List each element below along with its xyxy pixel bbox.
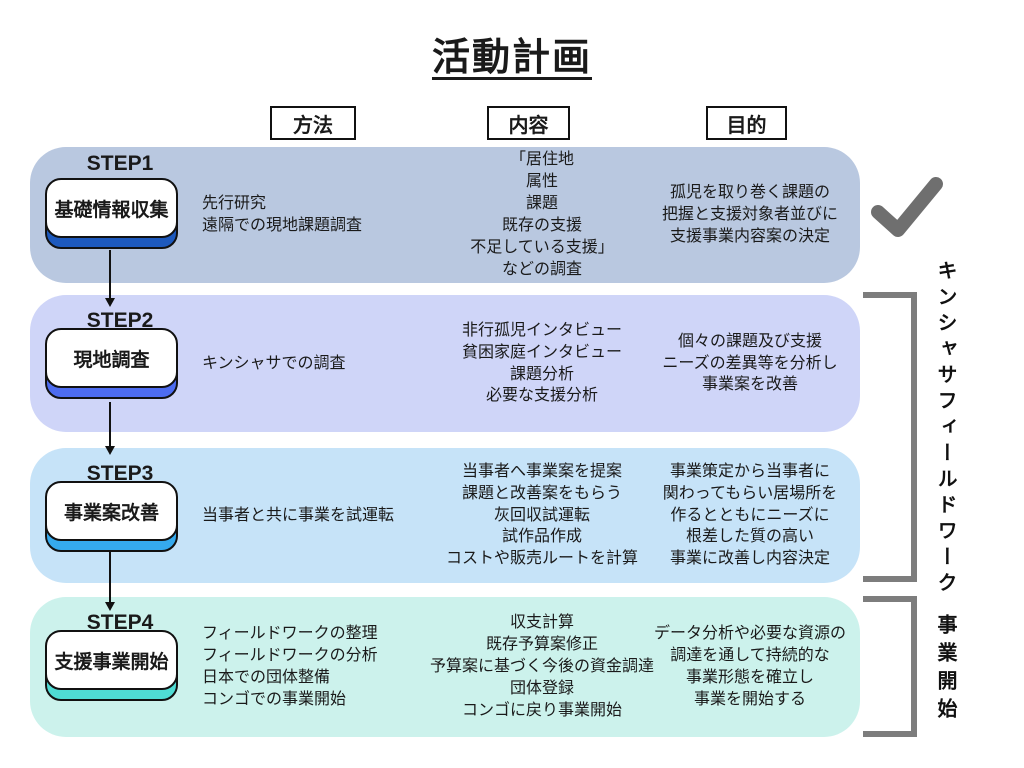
method-cell: フィールドワークの整理 フィールドワークの分析 日本での団体整備 コンゴでの事業… (202, 597, 440, 737)
method-text: キンシャサでの調査 (202, 354, 346, 372)
method-text: 当事者と共に事業を試運転 (202, 506, 395, 524)
content-cell: 非行孤児インタビュー 貧困家庭インタビュー 課題分析 必要な支援分析 (413, 295, 671, 432)
step-name-box: 支援事業開始 (45, 630, 178, 690)
step-label: STEP4 (86, 611, 154, 634)
page-title-text: 活動計画 (431, 37, 592, 79)
step-name: 現地調査 (73, 349, 150, 371)
column-header-label: 内容 (508, 114, 549, 137)
method-cell: 当事者と共に事業を試運転 (202, 448, 440, 583)
content-cell: 収支計算 既存予算案修正 予算案に基づく今後の資金調達 団体登録 コンゴに戻り事… (413, 597, 671, 737)
step-name: 事業案改善 (63, 502, 159, 524)
business-start-bracket (863, 596, 917, 737)
fieldwork-phase-label: キンシャサフィールドワーク (934, 260, 956, 598)
step-name-box: 基礎情報収集 (45, 178, 178, 238)
step-name-box: 現地調査 (45, 328, 178, 388)
step-name: 支援事業開始 (54, 651, 169, 673)
method-text: フィールドワークの整理 フィールドワークの分析 日本での団体整備 コンゴでの事業… (202, 625, 378, 708)
column-header-method: 方法 (270, 106, 356, 140)
content-text: 当事者へ事業案を提案 課題と改善案をもらう 灰回収試運転 試作品作成 コストや販… (445, 462, 638, 568)
business-start-phase-label: 事業開始 (934, 614, 956, 726)
purpose-text: 個々の課題及び支援 ニーズの差異等を分析し 事業案を改善 (662, 332, 838, 394)
method-cell: キンシャサでの調査 (202, 295, 440, 432)
step-label: STEP3 (86, 462, 154, 485)
step1-to-step2-arrow (105, 250, 115, 307)
purpose-cell: データ分析や必要な資源の 調達を通して持続的な 事業形態を確立し 事業を開始する (640, 597, 860, 737)
step-name-box: 事業案改善 (45, 481, 178, 541)
content-text: 非行孤児インタビュー 貧困家庭インタビュー 課題分析 必要な支援分析 (461, 321, 622, 405)
content-text: 「居住地 属性 課題 既存の支援 不足している支援」 などの調査 (470, 151, 614, 278)
method-cell: 先行研究 遠隔での現地課題調査 (202, 147, 440, 283)
purpose-text: 孤児を取り巻く課題の 把握と支援対象者並びに 支援事業内容案の決定 (661, 184, 838, 245)
column-header-purpose: 目的 (706, 106, 787, 140)
step-row-2: STEP2 現地調査 キンシャサでの調査 非行孤児インタビュー 貧困家庭インタビ… (30, 295, 860, 432)
purpose-cell: 個々の課題及び支援 ニーズの差異等を分析し 事業案を改善 (640, 295, 860, 432)
step-row-3: STEP3 事業案改善 当事者と共に事業を試運転 当事者へ事業案を提案 課題と改… (30, 448, 860, 583)
fieldwork-bracket (863, 292, 917, 582)
step-row-4: STEP4 支援事業開始 フィールドワークの整理 フィールドワークの分析 日本で… (30, 597, 860, 737)
step-label: STEP2 (86, 309, 154, 332)
purpose-cell: 孤児を取り巻く課題の 把握と支援対象者並びに 支援事業内容案の決定 (640, 147, 860, 283)
column-header-label: 方法 (293, 114, 333, 137)
column-header-label: 目的 (726, 114, 767, 137)
purpose-cell: 事業策定から当事者に 関わってもらい居場所を 作るとともにニーズに 根差した質の… (640, 448, 860, 583)
page-title: 活動計画 (0, 26, 1024, 81)
column-header-content: 内容 (487, 106, 570, 140)
step-name: 基礎情報収集 (54, 199, 169, 221)
content-cell: 当事者へ事業案を提案 課題と改善案をもらう 灰回収試運転 試作品作成 コストや販… (413, 448, 671, 583)
step2-to-step3-arrow (105, 402, 115, 455)
content-text: 収支計算 既存予算案修正 予算案に基づく今後の資金調達 団体登録 コンゴに戻り事… (429, 614, 654, 719)
checkmark-icon (871, 177, 943, 237)
step-row-1: STEP1 基礎情報収集 先行研究 遠隔での現地課題調査 「居住地 属性 課題 … (30, 147, 860, 283)
purpose-text: データ分析や必要な資源の 調達を通して持続的な 事業形態を確立し 事業を開始する (653, 625, 846, 708)
content-cell: 「居住地 属性 課題 既存の支援 不足している支援」 などの調査 (413, 147, 671, 283)
method-text: 先行研究 遠隔での現地課題調査 (202, 195, 363, 234)
step3-to-step4-arrow (105, 551, 115, 611)
purpose-text: 事業策定から当事者に 関わってもらい居場所を 作るとともにニーズに 根差した質の… (662, 462, 838, 568)
checkmark-stroke (871, 177, 943, 237)
step-label: STEP1 (86, 152, 154, 175)
